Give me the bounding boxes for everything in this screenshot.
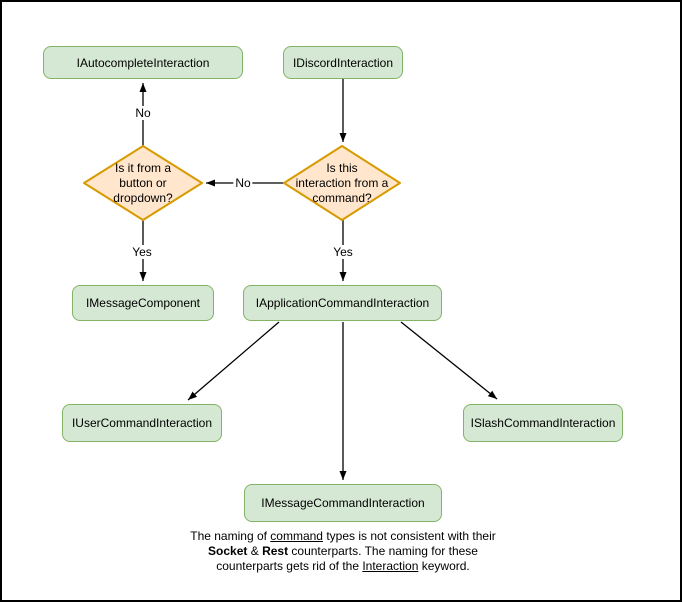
caption-text: counterparts gets rid of the [216,559,363,573]
node-application-command-interaction: IApplicationCommandInteraction [243,285,442,321]
decision-from-command-shape [283,145,401,221]
edge-label-no-autocomplete: No [133,106,153,120]
edge-application-to-slash-command [400,321,498,400]
caption-underlined-interaction: Interaction [362,559,419,573]
node-discord-interaction: IDiscordInteraction [283,46,403,79]
caption-bold-rest: Rest [262,544,289,558]
caption-line-2: Socket & Rest counterparts. The naming f… [2,544,680,559]
caption-line-3: counterparts gets rid of the Interaction… [2,559,680,574]
edge-application-to-user-command [187,321,280,401]
node-user-command-interaction: IUserCommandInteraction [62,404,222,442]
caption-text: & [247,544,263,558]
caption-underlined-command: command [270,529,323,543]
caption-line-1: The naming of command types is not consi… [2,529,680,544]
caption-note: The naming of command types is not consi… [2,529,680,574]
caption-text: counterparts. The naming for these [288,544,478,558]
edge-label-no-between-decisions: No [233,176,253,190]
node-message-command-interaction: IMessageCommandInteraction [244,484,442,522]
caption-text: keyword. [418,559,470,573]
caption-text: types is not consistent with their [322,529,496,543]
edge-label-yes-message-component: Yes [130,245,154,259]
caption-bold-socket: Socket [208,544,248,558]
edge-label-yes-application-command: Yes [331,245,355,259]
caption-text: The naming of [190,529,271,543]
node-message-component: IMessageComponent [72,285,214,321]
node-autocomplete-interaction: IAutocompleteInteraction [43,46,243,79]
node-slash-command-interaction: ISlashCommandInteraction [463,404,623,442]
decision-button-dropdown-shape [83,145,203,221]
